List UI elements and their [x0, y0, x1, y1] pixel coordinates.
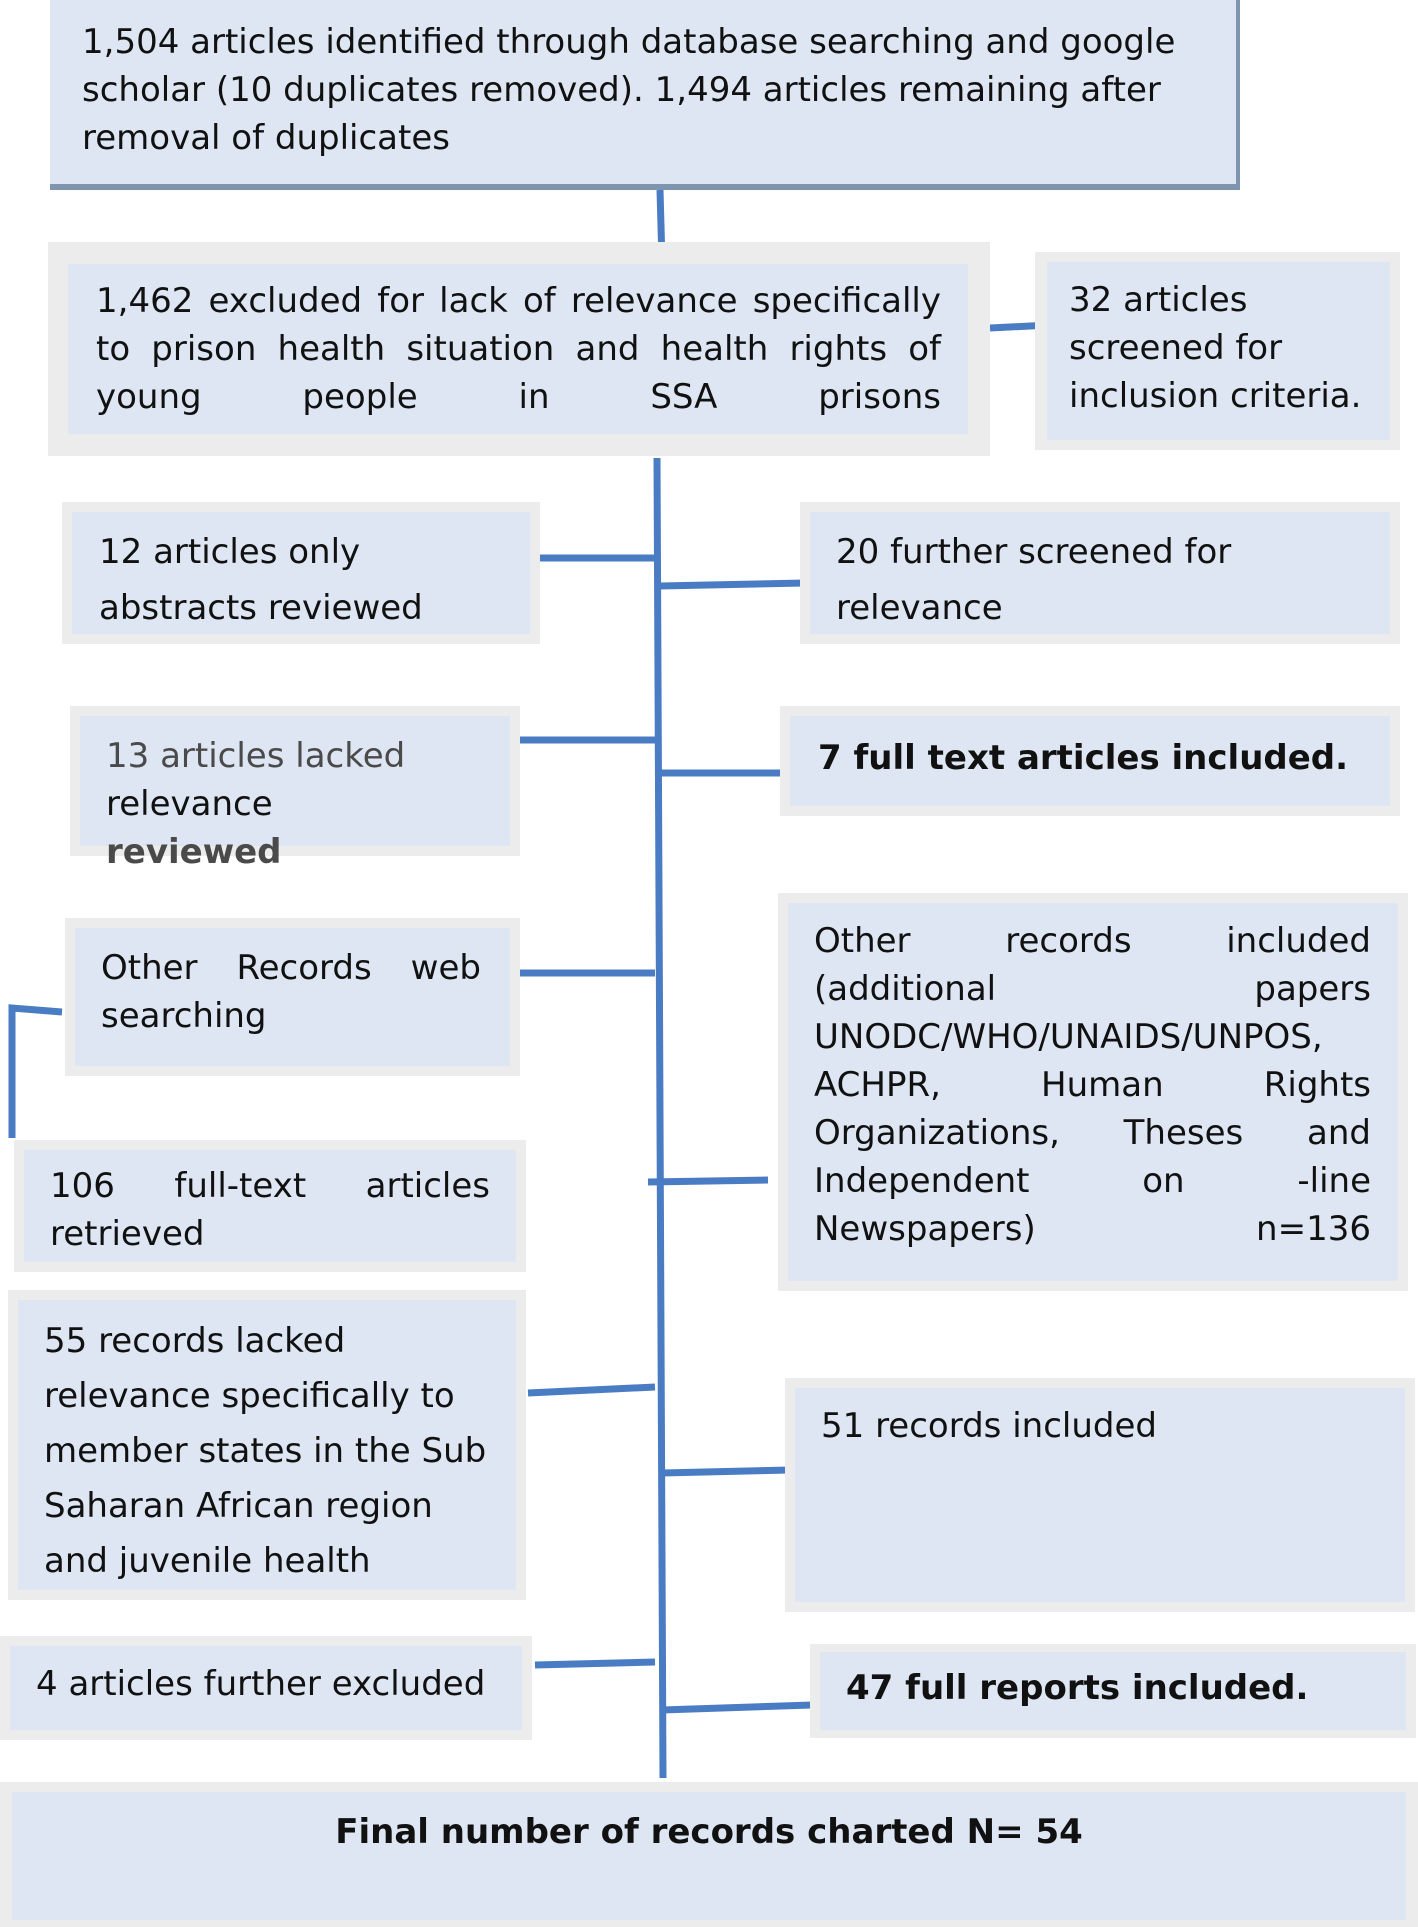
- connector-to-55: [527, 1383, 656, 1397]
- box-identified: 1,504 articles identified through databa…: [50, 0, 1240, 190]
- connector-web-to-106: [8, 1004, 63, 1138]
- box-other-included: Other records included (additional paper…: [778, 893, 1408, 1291]
- text-screened-32: 32 articles screened for inclusion crite…: [1069, 280, 1362, 416]
- connector-to-4: [534, 1658, 656, 1669]
- box-screened-32: 32 articles screened for inclusion crite…: [1035, 252, 1400, 450]
- text-included-7: 7 full text articles included.: [818, 738, 1349, 778]
- text-web-search: Other Records web searching: [101, 948, 481, 1036]
- connector-to-51: [661, 1466, 791, 1477]
- connector-main-trunk: [653, 457, 667, 1779]
- box-final: Final number of records charted N= 54: [0, 1782, 1418, 1927]
- text-abstracts-12: 12 articles only abstracts reviewed: [99, 532, 423, 628]
- text-lacked-13-line3: reviewed: [106, 832, 282, 872]
- box-excluded-4: 4 articles further excluded: [0, 1636, 532, 1740]
- box-retrieved-106: 106 full-text articles retrieved: [14, 1140, 526, 1272]
- text-lacked-13-line2: relevance: [106, 784, 273, 824]
- box-included-7: 7 full text articles included.: [780, 706, 1400, 816]
- text-reports-47: 47 full reports included.: [846, 1668, 1309, 1708]
- box-reports-47: 47 full reports included.: [810, 1644, 1416, 1738]
- connector-to-47: [661, 1701, 813, 1714]
- text-final: Final number of records charted N= 54: [335, 1812, 1083, 1852]
- connector-to-136: [647, 1176, 769, 1186]
- text-retrieved-106: 106 full-text articles retrieved: [50, 1166, 490, 1254]
- text-included-51: 51 records included: [821, 1406, 1157, 1446]
- text-excluded-4: 4 articles further excluded: [36, 1664, 486, 1704]
- text-identified: 1,504 articles identified through databa…: [82, 22, 1176, 158]
- text-other-included: Other records included (additional paper…: [814, 921, 1371, 1249]
- box-lacked-55: 55 records lacked relevance specifically…: [8, 1290, 526, 1600]
- box-web-search: Other Records web searching: [65, 918, 520, 1076]
- text-excluded-relevance: 1,462 excluded for lack of relevance spe…: [96, 281, 941, 417]
- box-included-51: 51 records included: [785, 1378, 1415, 1612]
- text-lacked-13-line1: 13 articles lacked: [106, 736, 406, 776]
- box-lacked-13: 13 articles lacked relevance reviewed: [70, 706, 520, 872]
- connector-to-20: [659, 579, 806, 590]
- text-lacked-55: 55 records lacked relevance specifically…: [44, 1321, 487, 1581]
- box-excluded-relevance: 1,462 excluded for lack of relevance spe…: [48, 242, 990, 456]
- box-further-20: 20 further screened for relevance: [800, 502, 1400, 644]
- box-abstracts-12: 12 articles only abstracts reviewed: [62, 502, 540, 644]
- text-further-20: 20 further screened for relevance: [836, 532, 1232, 628]
